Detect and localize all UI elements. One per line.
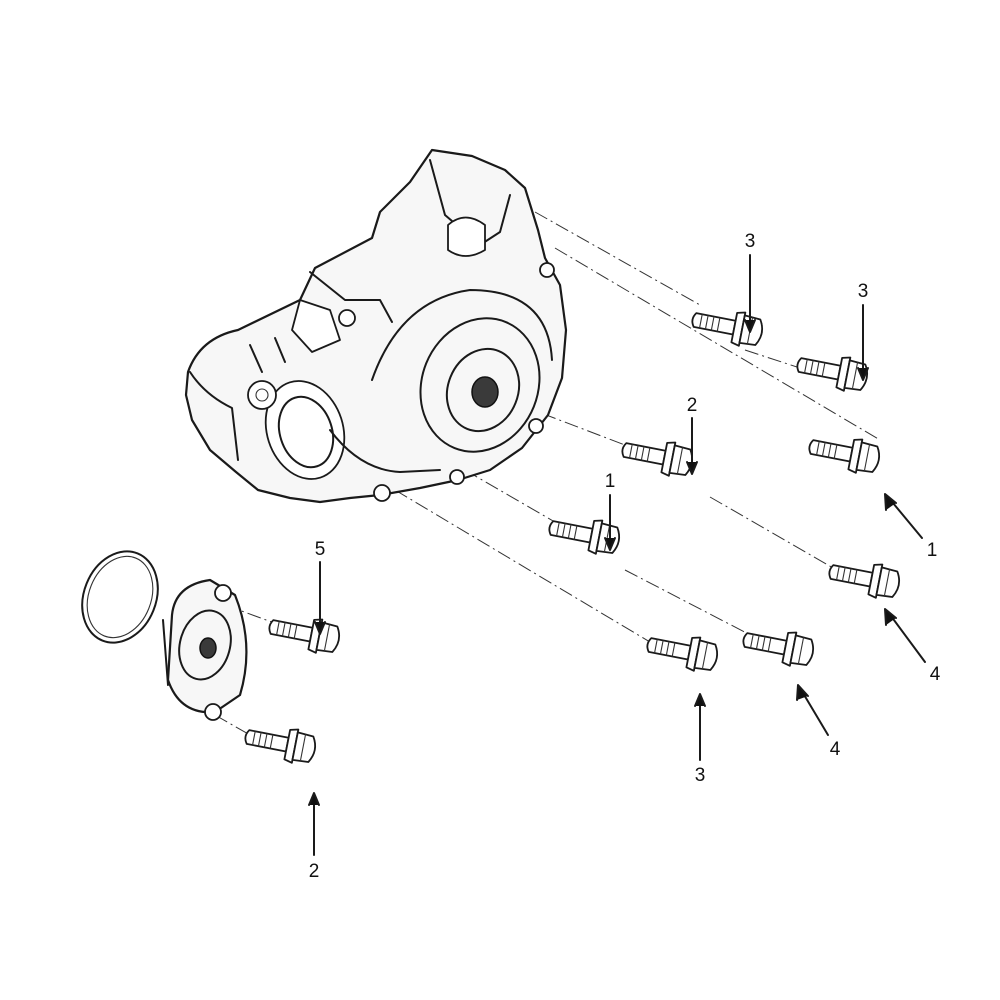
callout-3-top: 3 <box>744 231 756 252</box>
leader-arrows <box>308 254 926 856</box>
callout-4-right: 4 <box>929 664 941 685</box>
callout-1-center: 1 <box>604 471 616 492</box>
callout-2-center: 2 <box>686 395 698 416</box>
callout-4-bottom: 4 <box>829 739 841 760</box>
callout-3-right: 3 <box>857 281 869 302</box>
o-ring <box>81 550 159 644</box>
small-cover <box>162 578 248 721</box>
callout-2-bottom: 2 <box>308 861 320 882</box>
callout-5: 5 <box>314 539 326 560</box>
callout-1-right: 1 <box>926 540 938 561</box>
callout-3-bottom: 3 <box>694 765 706 786</box>
engine-cover-housing <box>184 148 568 504</box>
